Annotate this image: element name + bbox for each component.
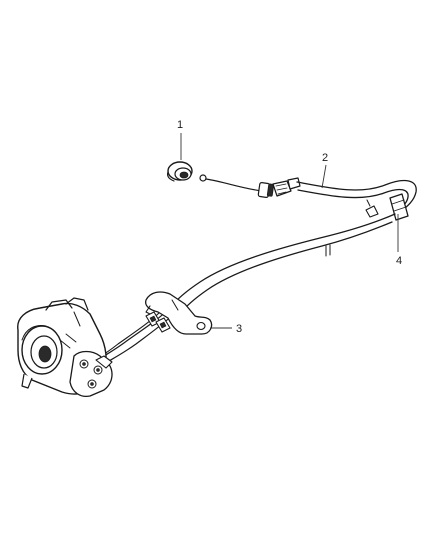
callout-1: 1: [177, 119, 183, 131]
cable-bracket: [144, 291, 213, 335]
shift-cable-upper: [199, 174, 417, 215]
cable-clip: [365, 193, 409, 221]
leader-lines: [180, 133, 399, 329]
callout-2: 2: [322, 152, 328, 164]
callout-3: 3: [236, 323, 242, 335]
grommet: [167, 161, 193, 182]
transmission-housing: [17, 297, 113, 398]
cable-adjuster: [257, 177, 301, 198]
callout-4: 4: [396, 255, 402, 267]
shift-cable-lower: [91, 213, 396, 365]
